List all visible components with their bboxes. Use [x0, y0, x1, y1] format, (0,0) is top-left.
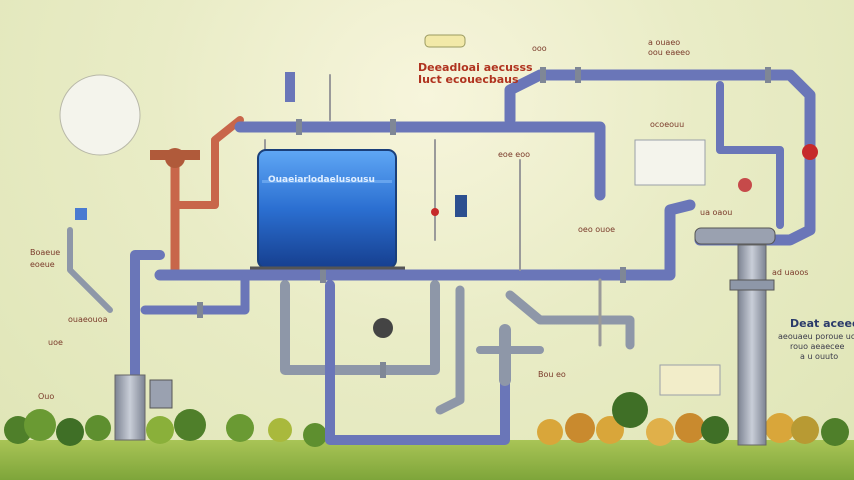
- diagram-title-line-1: Deeadloai aecusss: [418, 61, 533, 74]
- mid-tag: eoe eoo: [498, 150, 530, 159]
- lower-left-label: ouaeouoa: [68, 315, 108, 324]
- right-label-line-1: aeouaeu poroue uoue: [778, 332, 854, 341]
- top-right-tag-2: oou eaeeo: [648, 48, 690, 57]
- right-valve-tag: ua oaou: [700, 208, 733, 217]
- top-right-tag-1: a ouaeo: [648, 38, 681, 47]
- left-mid-label: Boaeue: [30, 248, 61, 257]
- left-mid-label-2: eoeue: [30, 260, 55, 269]
- bottom-mid-tag: Bou eo: [538, 370, 566, 379]
- mid-right-tag: oeo ouoe: [578, 225, 616, 234]
- diagram-title-line-2: Iuct ecouecbaus: [418, 73, 519, 86]
- vertical-column: [694, 227, 776, 446]
- tree-line: [4, 392, 849, 447]
- right-label-title: Deat aceeec: [790, 317, 854, 330]
- right-label-line-2: rouo aeaecee: [790, 342, 845, 351]
- pipe-flanges: [197, 67, 771, 378]
- ground: [0, 440, 854, 480]
- left-column: [114, 374, 173, 441]
- info-panels: [59, 34, 721, 396]
- bottom-left-tag: Ouo: [38, 392, 55, 401]
- right-column-tag: ad uaoos: [772, 268, 809, 277]
- right-label-line-3: a u ouuto: [800, 352, 839, 361]
- top-mid-tag: ooo: [532, 44, 547, 53]
- pipe-network: [67, 69, 816, 445]
- storage-tank: [250, 149, 405, 270]
- tank-label: Ouaeiarlodaelusousu: [268, 175, 375, 185]
- left-small-label: uoe: [48, 338, 63, 347]
- right-top-tag: ocoeouu: [650, 120, 685, 129]
- valves: [75, 72, 818, 338]
